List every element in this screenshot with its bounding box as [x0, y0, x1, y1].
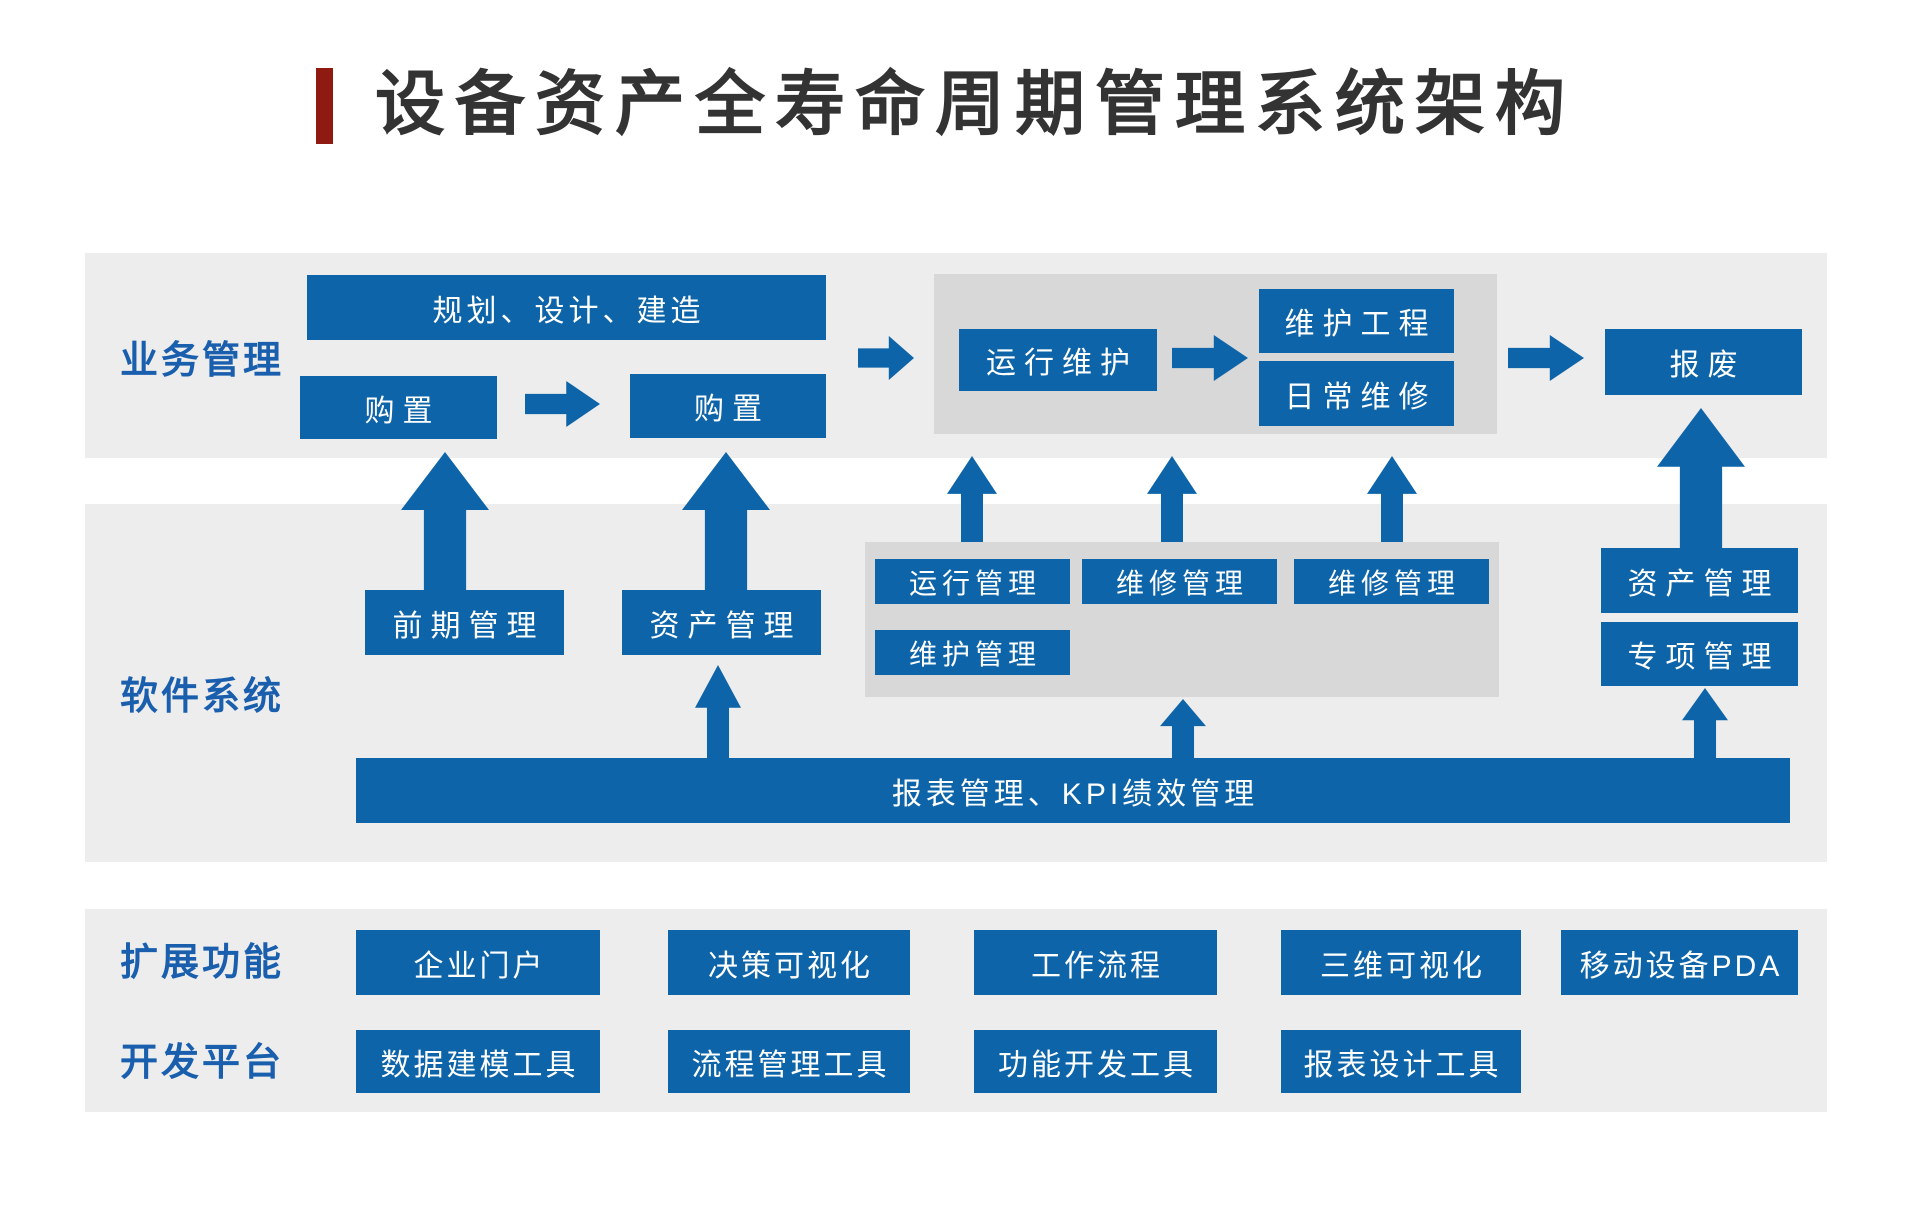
- box-report-kpi-management: 报表管理、KPI绩效管理: [356, 758, 1790, 823]
- box-function-development-tool: 功能开发工具: [974, 1030, 1217, 1093]
- box-mobile-pda: 移动设备PDA: [1561, 930, 1798, 995]
- box-repair-management-2: 维修管理: [1294, 559, 1489, 604]
- box-repair-management-1: 维修管理: [1082, 559, 1277, 604]
- box-asset-management-left: 资产管理: [622, 590, 821, 655]
- box-data-modeling-tool: 数据建模工具: [356, 1030, 600, 1093]
- title-accent-bar: [316, 68, 333, 144]
- box-special-management: 专项管理: [1601, 622, 1798, 686]
- box-decision-visualization: 决策可视化: [668, 930, 910, 995]
- box-daily-repair: 日常维修: [1259, 361, 1454, 426]
- box-maintenance-management: 维护管理: [875, 630, 1070, 675]
- box-enterprise-portal: 企业门户: [356, 930, 600, 995]
- page-title: 设备资产全寿命周期管理系统架构: [375, 65, 1575, 143]
- label-development-platform: 开发平台: [120, 1042, 285, 1084]
- box-report-design-tool: 报表设计工具: [1281, 1030, 1521, 1093]
- box-operation-maintenance: 运行维护: [959, 329, 1157, 391]
- label-software-system: 软件系统: [120, 676, 285, 718]
- box-process-management-tool: 流程管理工具: [668, 1030, 910, 1093]
- box-operation-management: 运行管理: [875, 559, 1070, 604]
- box-asset-management-right: 资产管理: [1601, 548, 1798, 613]
- label-business-management: 业务管理: [120, 340, 285, 382]
- box-early-stage-management: 前期管理: [365, 590, 564, 655]
- label-extension-functions: 扩展功能: [120, 942, 285, 984]
- box-scrap: 报废: [1605, 329, 1802, 395]
- box-purchase-2: 购置: [630, 374, 826, 438]
- box-purchase-1: 购置: [300, 376, 497, 439]
- box-workflow: 工作流程: [974, 930, 1217, 995]
- box-3d-visualization: 三维可视化: [1281, 930, 1521, 995]
- box-maintenance-engineering: 维护工程: [1259, 289, 1454, 353]
- box-plan-design-build: 规划、设计、建造: [307, 275, 826, 340]
